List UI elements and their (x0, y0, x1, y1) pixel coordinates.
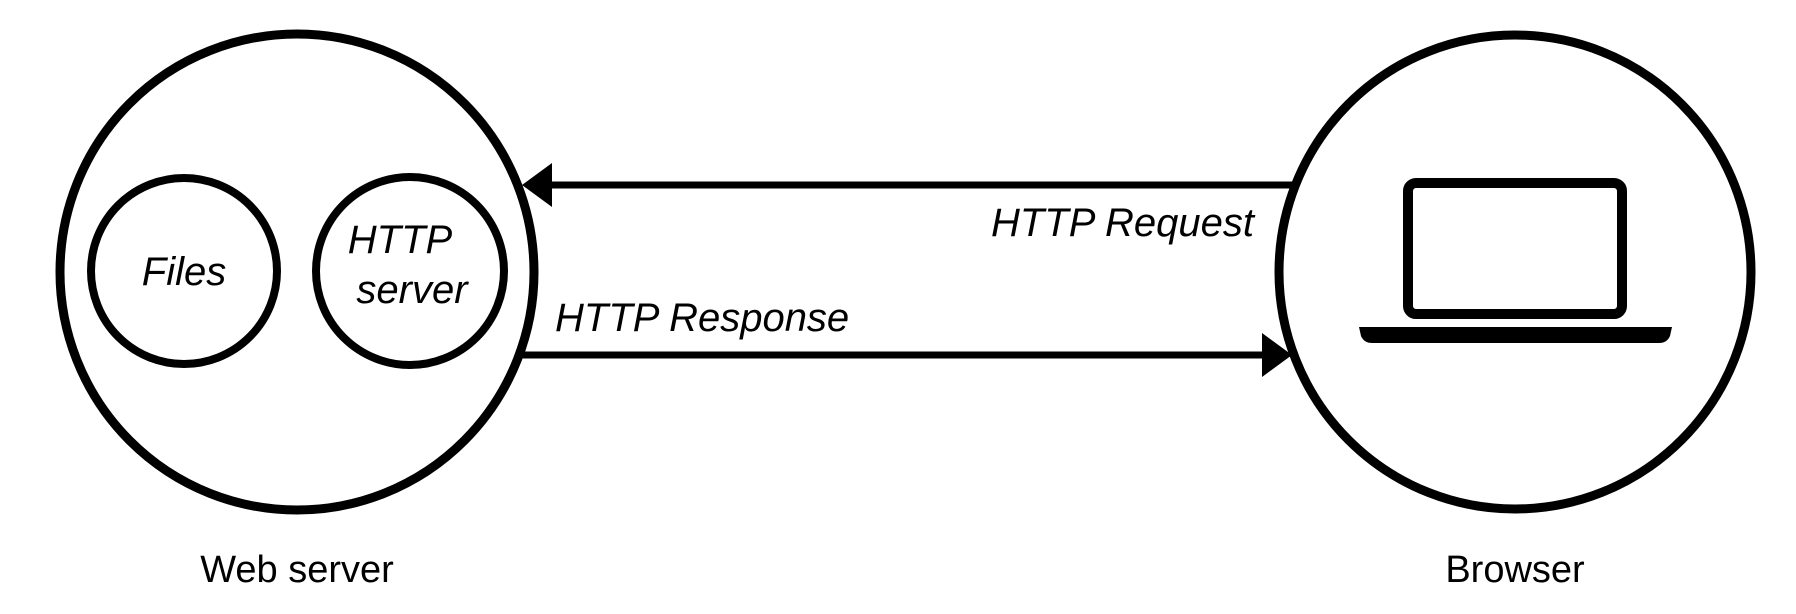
http-server-circle (312, 173, 508, 369)
http-server-label-line1: HTTP (348, 218, 453, 262)
request-arrowhead-icon (522, 163, 552, 207)
response-label: HTTP Response (555, 296, 849, 340)
laptop-base (1359, 327, 1672, 343)
request-edge: HTTP Request (522, 163, 1293, 245)
files-circle (87, 174, 281, 368)
response-arrowhead-icon (1262, 333, 1292, 377)
browser-node: Browser (1274, 30, 1756, 591)
browser-caption: Browser (1445, 549, 1585, 591)
web-server-node: Files HTTP server Web server (55, 29, 539, 591)
files-node: Files (87, 174, 281, 368)
request-label: HTTP Request (991, 201, 1256, 245)
response-edge: HTTP Response (522, 296, 1292, 377)
http-server-node: HTTP server (312, 173, 508, 369)
web-server-caption: Web server (200, 549, 394, 591)
http-server-label-line2: server (356, 268, 469, 312)
laptop-icon (1359, 178, 1672, 343)
browser-outline (1274, 30, 1756, 514)
files-label: Files (142, 250, 226, 294)
web-server-outline (55, 29, 539, 515)
laptop-screen (1403, 178, 1627, 319)
